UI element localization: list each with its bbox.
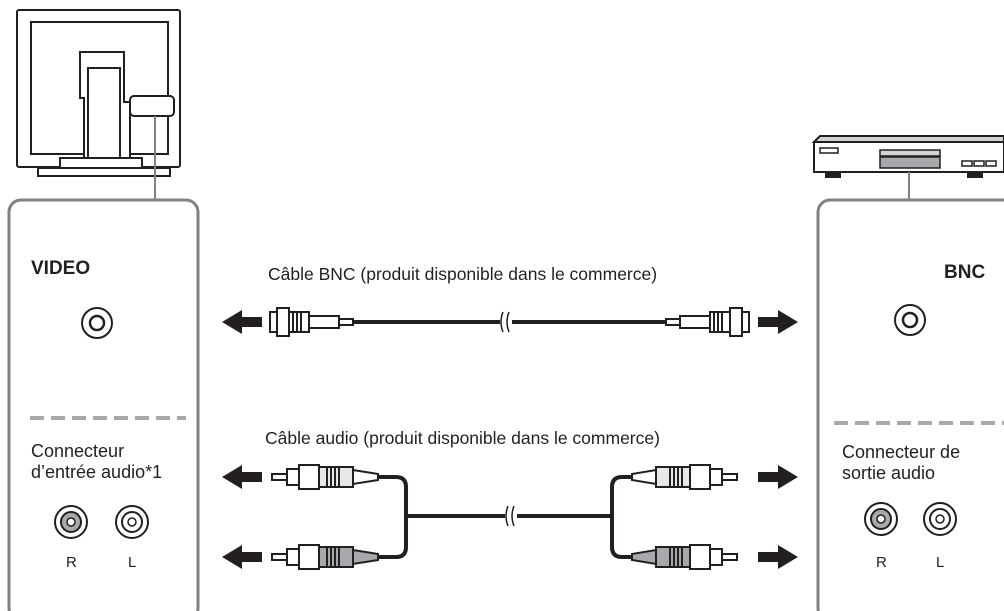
monitor-bnc-jack — [81, 307, 113, 339]
audio-left-plug-grey — [271, 544, 379, 570]
audio-right-plug-grey — [631, 544, 738, 570]
bnc-cable — [222, 307, 798, 337]
device-audio-label-line1: Connecteur de — [842, 442, 961, 462]
device-audio-jack-right — [864, 502, 898, 536]
bnc-right-arrow — [758, 310, 798, 334]
device-audio-label-line2: sortie audio — [842, 463, 936, 483]
monitor-illustration — [16, 9, 181, 177]
audio-left-arrow-bottom — [222, 545, 262, 569]
device-bnc-jack — [894, 304, 926, 336]
audio-left-arrow-top — [222, 465, 262, 489]
device-channel-l: L — [936, 554, 945, 571]
audio-cable — [222, 464, 798, 570]
monitor-channel-l: L — [128, 554, 137, 571]
audio-cable-title: Câble audio (produit disponible dans le … — [265, 428, 660, 448]
device-channel-r: R — [876, 554, 887, 571]
monitor-audio-jack-left — [115, 505, 149, 539]
monitor-audio-label-line2: d’entrée audio*1 — [31, 462, 163, 482]
audio-right-arrow-bottom — [758, 545, 798, 569]
monitor-audio-label-line1: Connecteur — [31, 441, 125, 461]
device-connector-panel — [816, 198, 1004, 611]
monitor-connector-panel — [7, 198, 200, 611]
device-video-label: BNC — [944, 262, 986, 283]
monitor-audio-jack-right — [54, 505, 88, 539]
audio-right-plug-white — [631, 464, 738, 490]
bnc-right-plug — [665, 307, 750, 337]
playback-device-illustration — [811, 135, 1004, 178]
bnc-cable-title: Câble BNC (produit disponible dans le co… — [268, 264, 658, 284]
device-audio-jack-left — [923, 502, 957, 536]
audio-right-arrow-top — [758, 465, 798, 489]
audio-left-plug-white — [271, 464, 379, 490]
bnc-left-arrow — [222, 310, 262, 334]
monitor-video-label: VIDEO — [31, 258, 91, 279]
monitor-channel-r: R — [66, 554, 77, 571]
bnc-left-plug — [269, 307, 354, 337]
